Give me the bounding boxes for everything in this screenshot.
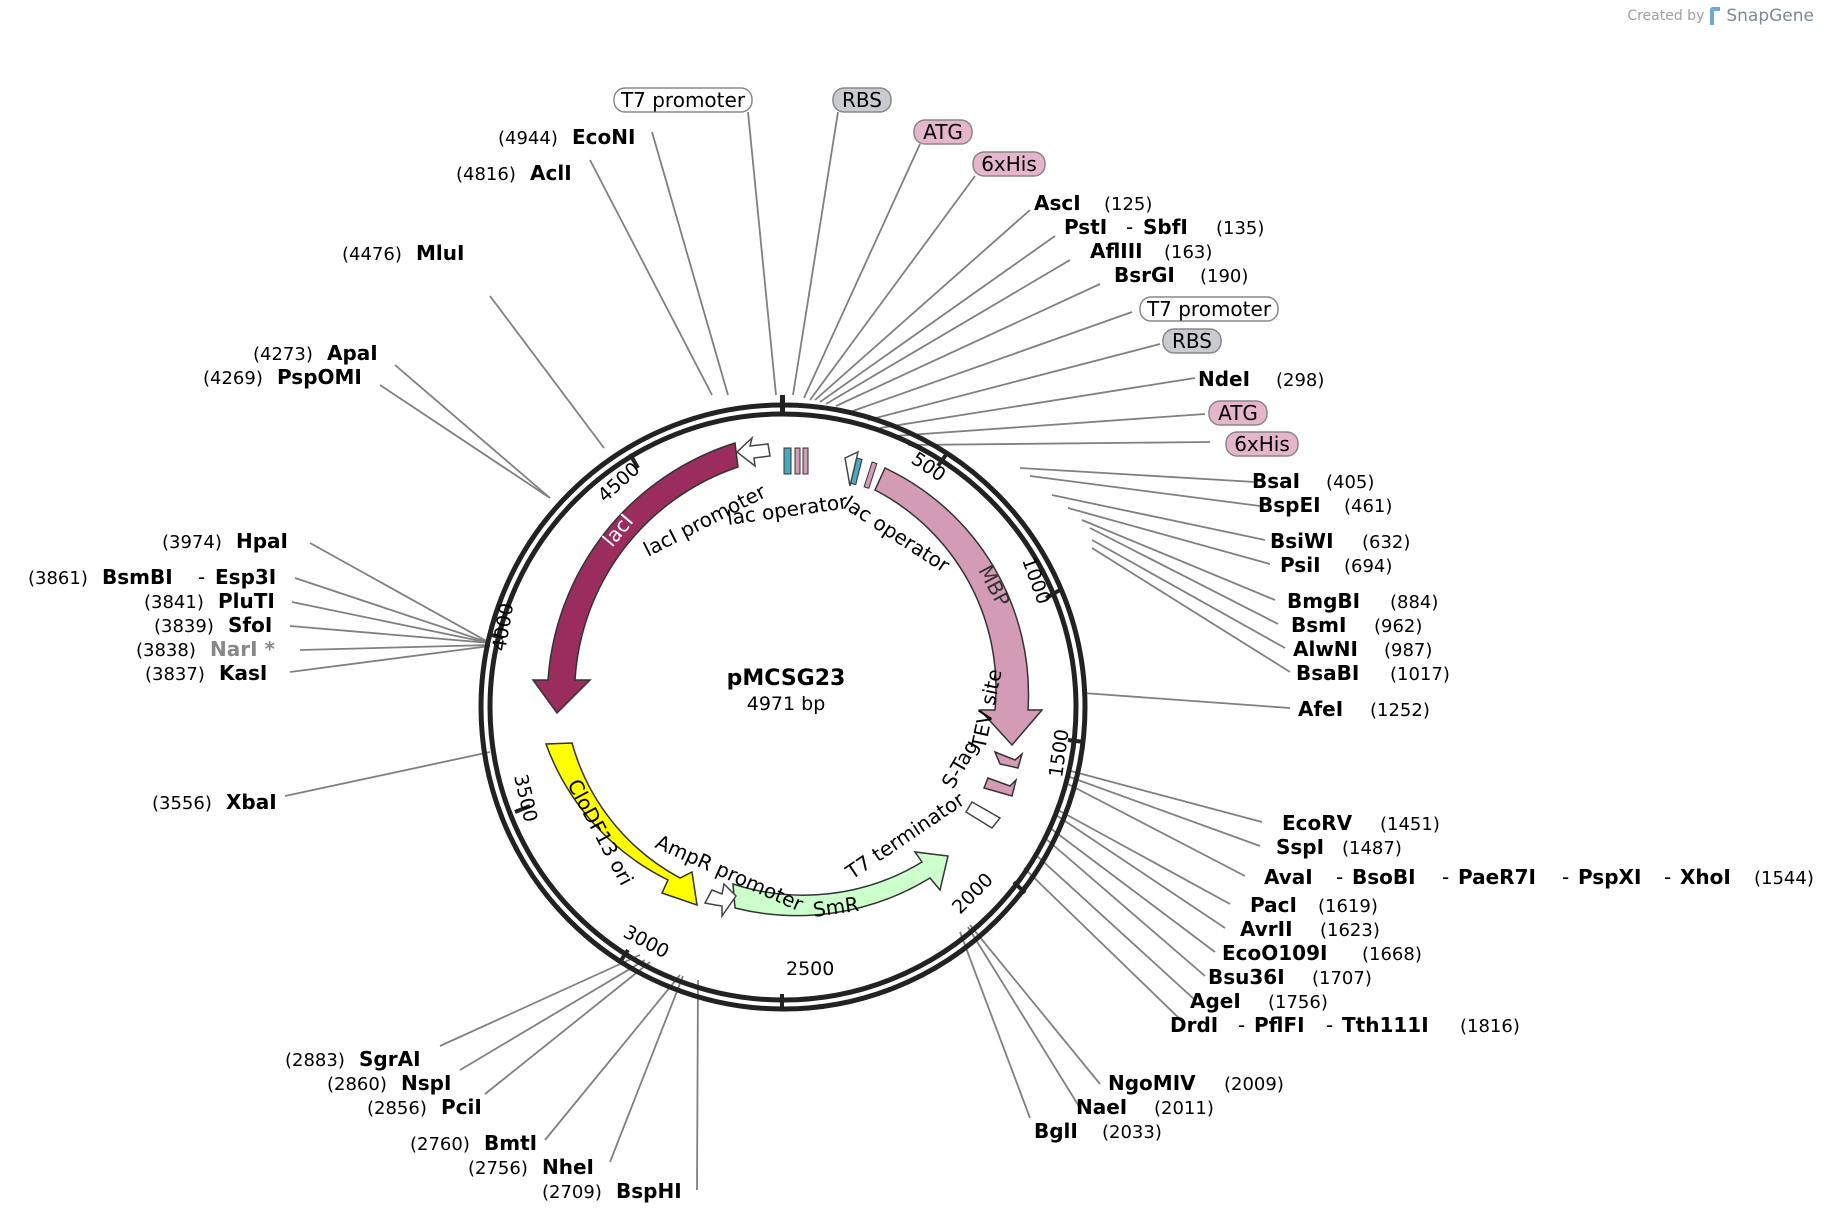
site-label-avrii: AvrII(1623) [1240, 917, 1380, 941]
tev-site-feature [993, 750, 1024, 769]
site-label-acli: (4816)AclI [456, 161, 572, 185]
plasmid-name: pMCSG23 [727, 666, 846, 691]
rbs-box-label: RBS [1172, 329, 1212, 353]
lac-operator-1-feature [783, 447, 792, 475]
mbp-feature [874, 466, 1044, 747]
snapgene-credit: Created by SnapGene [1627, 6, 1814, 26]
site-label-afei: AfeI(1252) [1298, 697, 1430, 721]
site-label-avai: AvaI-BsoBI-PaeR7I-PspXI-XhoI(1544) [1264, 865, 1814, 889]
rbs-box-label: RBS [842, 88, 882, 112]
site-label-xbai: (3556)XbaI [152, 790, 277, 814]
site-label-bmgbi: BmgBI(884) [1287, 589, 1438, 613]
snapgene-logo-icon [1710, 7, 1721, 25]
site-label-bsai: BsaI(405) [1252, 469, 1374, 493]
snapgene-brand: SnapGene [1726, 6, 1814, 26]
laci-feature [531, 442, 739, 715]
site-label-bsmi: BsmI(962) [1291, 613, 1422, 637]
site-label-ndei: NdeI(298) [1198, 367, 1324, 391]
plasmid-size: 4971 bp [747, 693, 826, 715]
site-label-agei: AgeI(1756) [1190, 989, 1328, 1013]
laci-promoter-feature [735, 435, 771, 468]
site-label-paci: PacI(1619) [1250, 893, 1378, 917]
site-label-psii: PsiI(694) [1280, 553, 1392, 577]
clodf13-ori-feature [544, 742, 698, 907]
site-label-ngomiv: NgoMIV(2009) [1108, 1071, 1284, 1095]
site-label-sfoi: (3839)SfoI [154, 613, 272, 637]
site-label-pspomi: (4269)PspOMI [203, 365, 362, 389]
t7-terminator-label: T7 terminator [841, 787, 970, 885]
smr-feature [732, 851, 949, 917]
plasmid-title: pMCSG23 4971 bp [727, 666, 846, 715]
site-label-pcii: (2856)PciI [367, 1095, 482, 1119]
site-label-ecorv: EcoRV(1451) [1282, 811, 1440, 835]
site-label-bspei: BspEI(461) [1258, 493, 1392, 517]
site-label-hpai: (3974)HpaI [162, 529, 288, 553]
boxed-labels: T7 promoter RBS ATG 6xHis T7 promoter RB… [613, 87, 1299, 457]
smr-label: SmR [811, 892, 860, 922]
atg-box-label: ATG [1218, 401, 1258, 425]
leader-lines [284, 111, 1291, 1191]
site-label-nhei: (2756)NheI [468, 1155, 594, 1179]
tick-label: 2500 [786, 958, 834, 980]
site-label-bsmbi: (3861)BsmBI-Esp3I [28, 565, 276, 589]
s-tag-feature [982, 777, 1018, 797]
6xhis-box-label: 6xHis [1234, 432, 1290, 456]
tick-label: 4000 [488, 601, 518, 652]
6xhis-box-label: 6xHis [981, 152, 1037, 176]
site-label-nari: (3838)NarI * [136, 637, 276, 661]
site-label-psti: PstI-SbfI(135) [1064, 215, 1264, 239]
tick-label: 3500 [509, 772, 541, 824]
site-label-econi: (4944)EcoNI [498, 125, 635, 149]
site-label-nspi: (2860)NspI [327, 1071, 451, 1095]
site-label-afliii: AflIII(163) [1090, 239, 1212, 263]
site-label-alwni: AlwNI(987) [1293, 637, 1432, 661]
site-label-sspi: SspI(1487) [1276, 835, 1402, 859]
t7-promoter-box-label: T7 promoter [1146, 297, 1272, 321]
atg-box-label: ATG [923, 120, 963, 144]
site-label-bmti: (2760)BmtI [410, 1131, 537, 1155]
site-labels: (4944)EcoNI (4816)AclI (4476)MluI (4273)… [28, 125, 1814, 1203]
s-tag-label: S-Tag [937, 736, 984, 793]
site-label-ecoo109i: EcoO109I(1668) [1222, 941, 1422, 965]
site-label-bsrgi: BsrGI(190) [1114, 263, 1248, 287]
site-label-sgrai: (2883)SgrAI [285, 1047, 421, 1071]
t7-terminator-feature [964, 800, 1002, 829]
site-label-apai: (4273)ApaI [253, 341, 378, 365]
site-label-naei: NaeI(2011) [1076, 1095, 1214, 1119]
site-label-drdi: DrdI-PflFI-Tth111I(1816) [1170, 1013, 1520, 1037]
ampr-promoter-feature [703, 882, 737, 919]
site-label-pluti: (3841)PluTI [144, 589, 275, 613]
created-by-text: Created by [1627, 8, 1705, 24]
site-label-bsu36i: Bsu36I(1707) [1208, 965, 1372, 989]
t7-promoter-box-label: T7 promoter [620, 88, 746, 112]
site-label-bsiwi: BsiWI(632) [1270, 529, 1410, 553]
site-label-bgli: BglI(2033) [1034, 1119, 1162, 1143]
site-label-kasi: (3837)KasI [145, 661, 267, 685]
site-label-bsphi: (2709)BspHI [542, 1179, 682, 1203]
site-label-asci: AscI(125) [1034, 191, 1152, 215]
site-label-bsabi: BsaBI(1017) [1296, 661, 1450, 685]
site-label-mlui: (4476)MluI [342, 241, 464, 265]
clodf13-ori-label: CloDF13 ori [563, 775, 639, 889]
